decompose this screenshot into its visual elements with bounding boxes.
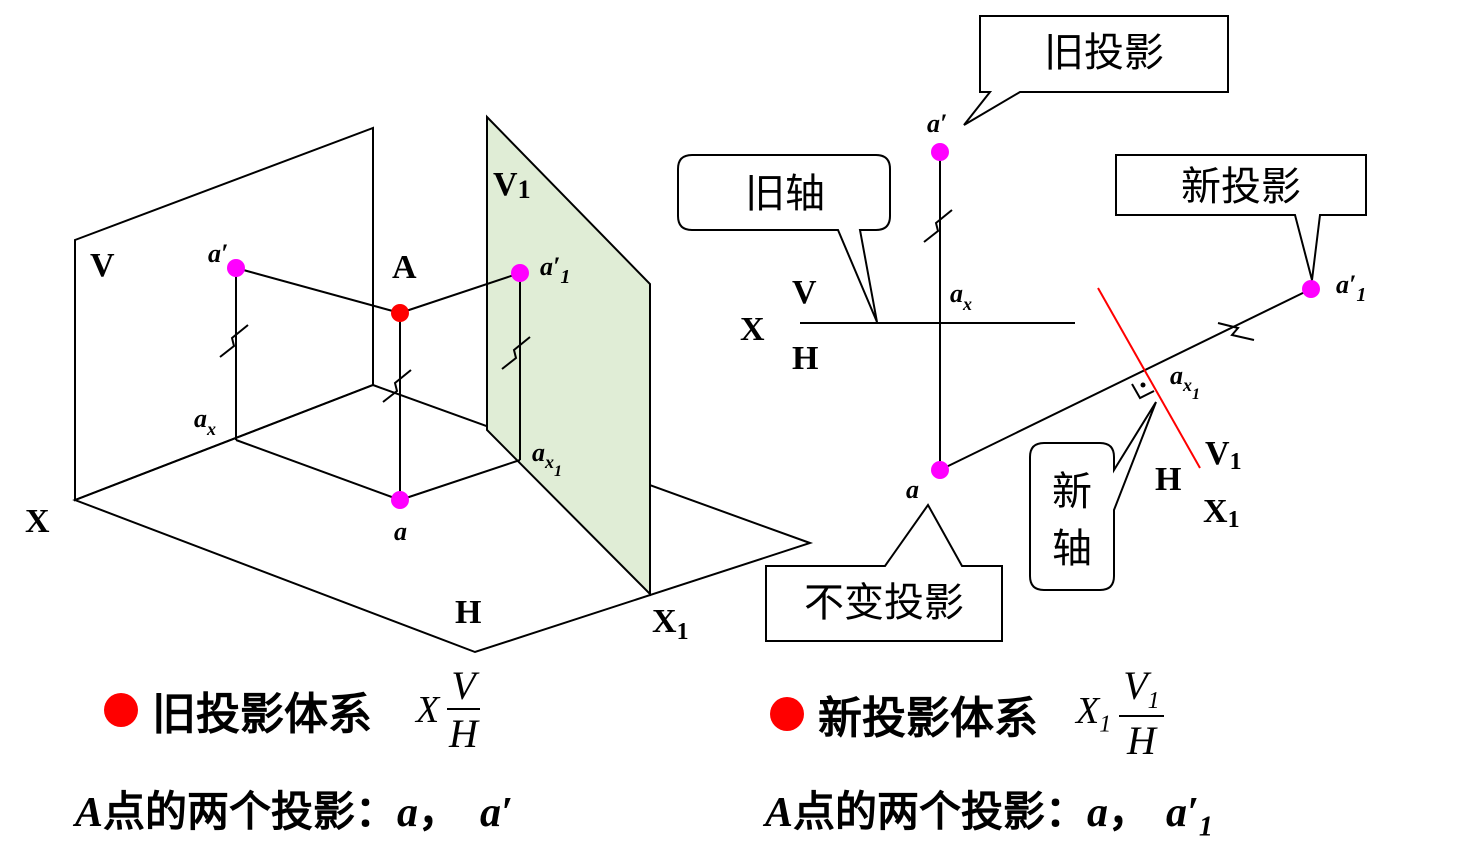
callout-unchanged-projection-text: 不变投影 bbox=[804, 580, 964, 626]
equal-mark bbox=[923, 209, 953, 243]
bullet-icon bbox=[770, 696, 804, 731]
point-a-prime bbox=[227, 259, 245, 277]
callout-new-axis-text-1: 新 bbox=[1052, 469, 1092, 515]
new-system-row: 新投影体系 X1 V1 H bbox=[770, 666, 1164, 761]
new-axis-symbol: X1 bbox=[1076, 689, 1112, 738]
old-projections-row: A点的两个投影：a， a′ bbox=[75, 778, 513, 839]
old-line-a-prime: a′ bbox=[480, 790, 513, 836]
line-a-prime-to-A bbox=[235, 267, 401, 314]
point-a-prime bbox=[931, 143, 949, 161]
old-axis-symbol: X bbox=[416, 689, 440, 731]
new-line-text: 点的两个投影： bbox=[793, 787, 1088, 836]
left-figure: V A V1 H X X1 a′ a′1 ax ax1 a bbox=[25, 114, 814, 654]
new-line-sep: ， bbox=[1108, 787, 1151, 836]
callout-new-axis-text-2: 轴 bbox=[1052, 526, 1092, 572]
new-axis-line bbox=[1097, 287, 1201, 469]
label-old-v: V bbox=[792, 274, 817, 311]
old-line-point: A bbox=[75, 790, 104, 836]
label-axis-x1: X1 bbox=[652, 603, 689, 645]
label-plane-h: H bbox=[455, 594, 481, 631]
old-frac-num: V bbox=[447, 666, 480, 710]
bullet-icon bbox=[104, 693, 138, 727]
equal-mark bbox=[382, 369, 412, 403]
equal-mark bbox=[219, 324, 249, 358]
label-ax1: ax1 bbox=[1170, 361, 1200, 403]
new-line-point: A bbox=[765, 790, 794, 836]
callout-old-projection-text: 旧投影 bbox=[1044, 30, 1164, 76]
plane-v1 bbox=[486, 114, 651, 597]
line-ax-to-a bbox=[235, 439, 401, 501]
old-system-row: 旧投影体系 X V H bbox=[104, 666, 480, 754]
label-a: a bbox=[906, 475, 919, 504]
label-ax1: ax1 bbox=[532, 438, 562, 480]
equal-mark bbox=[501, 336, 531, 370]
old-line-a: a bbox=[397, 790, 419, 836]
old-system-label: 旧投影体系 bbox=[152, 689, 372, 740]
callout-new-projection: 新投影 bbox=[1115, 154, 1367, 281]
label-axis-x: X bbox=[25, 503, 50, 540]
old-line-text: 点的两个投影： bbox=[103, 787, 398, 836]
line-a-to-ax1 bbox=[399, 459, 521, 501]
callout-old-axis: 旧轴 bbox=[677, 154, 891, 323]
line-a-to-a-prime-1 bbox=[939, 288, 1312, 471]
callout-new-projection-text: 新投影 bbox=[1181, 164, 1301, 210]
new-system-label: 新投影体系 bbox=[818, 692, 1038, 744]
old-line-sep: ， bbox=[418, 787, 461, 836]
old-system-fraction: V H bbox=[447, 666, 480, 756]
new-projections-row: A点的两个投影：a， a′1 bbox=[765, 778, 1213, 843]
label-axis-x: X bbox=[740, 311, 765, 348]
point-a-prime-1 bbox=[511, 264, 529, 282]
new-frac-num: V1 bbox=[1119, 666, 1164, 717]
new-frac-den: H bbox=[1126, 718, 1156, 763]
label-a: a bbox=[394, 517, 407, 546]
plane-h-outline bbox=[72, 383, 814, 654]
new-line-a: a bbox=[1087, 790, 1109, 836]
line-A-to-a-prime-1 bbox=[399, 272, 521, 314]
label-new-h: H bbox=[1155, 461, 1181, 498]
label-ax: ax bbox=[194, 404, 216, 439]
right-angle-mark bbox=[1131, 383, 1155, 400]
label-a-prime: a′ bbox=[208, 239, 228, 268]
label-ax: ax bbox=[950, 279, 972, 314]
callout-new-axis: 新 轴 bbox=[1029, 401, 1157, 591]
old-frac-den: H bbox=[448, 711, 478, 756]
label-plane-v1: V1 bbox=[493, 166, 531, 204]
point-A bbox=[391, 304, 409, 322]
new-system-fraction: V1 H bbox=[1119, 666, 1164, 763]
callout-old-axis-text: 旧轴 bbox=[745, 171, 825, 217]
label-point-A: A bbox=[392, 249, 417, 286]
plane-v-outline bbox=[74, 126, 374, 502]
label-plane-v: V bbox=[90, 247, 115, 284]
new-line-a-prime: a′1 bbox=[1166, 790, 1213, 843]
callout-unchanged-projection: 不变投影 bbox=[765, 503, 1003, 642]
point-a-prime-1 bbox=[1302, 280, 1320, 298]
right-angle-dot bbox=[1140, 382, 1146, 388]
right-figure: a′ a′1 ax ax1 a X V H V1 H X1 bbox=[740, 109, 1366, 533]
callout-old-projection: 旧投影 bbox=[963, 15, 1229, 126]
label-a-prime-1: a′1 bbox=[1336, 270, 1366, 306]
label-a-prime: a′ bbox=[927, 109, 947, 138]
label-a-prime-1: a′1 bbox=[540, 252, 570, 288]
point-a bbox=[391, 491, 409, 509]
point-a bbox=[931, 461, 949, 479]
label-old-h: H bbox=[792, 340, 818, 377]
label-new-x1: X1 bbox=[1203, 493, 1240, 533]
equal-mark bbox=[1217, 322, 1255, 341]
label-new-v1: V1 bbox=[1205, 435, 1242, 475]
